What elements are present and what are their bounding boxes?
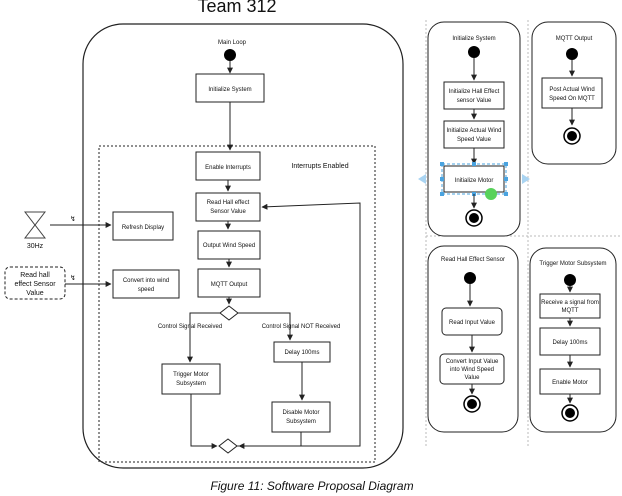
convert-wind-speed-node[interactable]: [112, 269, 180, 299]
mqtt-output-node[interactable]: [197, 268, 261, 298]
output-wind-speed-text: Output Wind Speed: [203, 243, 255, 249]
receive-signal-text-1: Receive a signal from: [541, 300, 599, 306]
read-input-text: Read Input Value: [449, 320, 496, 326]
init-wind-text-2: Speed Value: [457, 137, 492, 143]
delay-100ms-node[interactable]: [539, 327, 601, 356]
trigger-motor-text-2: Subsystem: [176, 381, 206, 387]
post-wind-speed-node[interactable]: [541, 77, 603, 109]
timer-label: 30Hz: [27, 243, 44, 250]
refresh-display-text: Refresh Display: [122, 225, 164, 231]
trigger-motor-node[interactable]: [161, 363, 221, 395]
lightning-icon-2: ↯: [70, 274, 76, 282]
delay-text: Delay 100ms: [284, 350, 319, 356]
read-hall-input-text-2: effect Sensor: [14, 281, 56, 288]
cursor-dot-icon: [485, 188, 497, 200]
read-hall-input-node[interactable]: [4, 266, 66, 300]
post-wind-speed-text-2: Speed On MQTT: [549, 96, 595, 102]
refresh-display-node[interactable]: [112, 211, 174, 241]
read-hall-panel-start[interactable]: [464, 272, 476, 284]
diagram-title: Team 312: [197, 0, 276, 16]
enable-interrupts-text: Enable Interrupts: [205, 165, 251, 171]
figure-caption: Figure 11: Software Proposal Diagram: [210, 479, 413, 493]
main-loop-label: Main Loop: [218, 40, 247, 46]
decision-diamond[interactable]: [219, 305, 239, 321]
connect-arrow-right-icon[interactable]: [522, 174, 530, 184]
initialize-panel-start[interactable]: [468, 46, 480, 58]
read-hall-input-text-1: Read hall: [20, 272, 50, 279]
read-hall-panel[interactable]: [427, 245, 519, 433]
init-motor-text: Initialize Motor: [455, 178, 494, 184]
convert-input-text-3: Value: [465, 375, 481, 381]
enable-motor-text: Enable Motor: [552, 380, 588, 386]
interrupts-region[interactable]: [98, 145, 376, 463]
mqtt-panel-label: MQTT Output: [556, 36, 593, 42]
guard-received-label: Control Signal Received: [158, 324, 222, 330]
trigger-motor-panel-label: Trigger Motor Subsystem: [539, 261, 606, 267]
post-wind-speed-text-1: Post Actual Wind: [549, 87, 594, 93]
convert-wind-speed-text-1: Convert into wind: [123, 278, 169, 284]
enable-interrupts-node[interactable]: [195, 151, 261, 181]
initialize-system-text: Initialize System: [208, 87, 251, 93]
read-hall-effect-text-2: Sensor Value: [210, 209, 246, 215]
disable-motor-node[interactable]: [271, 401, 331, 433]
lightning-icon-1: ↯: [70, 215, 76, 223]
delay-100ms-text: Delay 100ms: [552, 340, 587, 346]
connect-arrow-left-icon[interactable]: [418, 174, 426, 184]
convert-input-text-2: into Wind Speed: [450, 367, 494, 373]
receive-signal-text-2: MQTT: [562, 308, 579, 314]
main-loop-start-node[interactable]: [224, 49, 236, 61]
convert-wind-speed-text-2: speed: [138, 287, 154, 293]
read-hall-input-text-3: Value: [26, 290, 43, 297]
output-wind-speed-node[interactable]: [197, 230, 261, 260]
hourglass-timer-icon[interactable]: [23, 211, 47, 239]
mqtt-output-text: MQTT Output: [211, 282, 248, 288]
init-wind-text-1: Initialize Actual Wind: [446, 128, 501, 134]
trigger-motor-panel-start[interactable]: [564, 274, 576, 286]
read-hall-panel-label: Read Hall Effect Sensor: [441, 257, 505, 263]
interrupts-region-label: Interrupts Enabled: [291, 163, 348, 170]
merge-diamond[interactable]: [218, 438, 238, 454]
receive-signal-node[interactable]: [539, 293, 601, 319]
read-hall-effect-text-1: Read Hall effect: [207, 200, 250, 206]
init-wind-node[interactable]: [443, 120, 505, 149]
disable-motor-text-1: Disable Motor: [282, 410, 319, 416]
init-hall-text-2: sensor Value: [457, 98, 492, 104]
init-hall-text-1: Initialize Hall Effect: [449, 89, 500, 95]
read-hall-effect-node[interactable]: [195, 192, 261, 222]
disable-motor-text-2: Subsystem: [286, 419, 316, 425]
initialize-system-node[interactable]: [195, 73, 265, 103]
init-hall-node[interactable]: [443, 81, 505, 110]
initialize-panel-label: Initialize System: [452, 36, 495, 42]
mqtt-panel-start[interactable]: [566, 48, 578, 60]
convert-input-text-1: Convert Input Value: [446, 359, 499, 365]
trigger-motor-text-1: Trigger Motor: [173, 372, 209, 378]
guard-not-received-label: Control Signal NOT Received: [262, 324, 341, 330]
